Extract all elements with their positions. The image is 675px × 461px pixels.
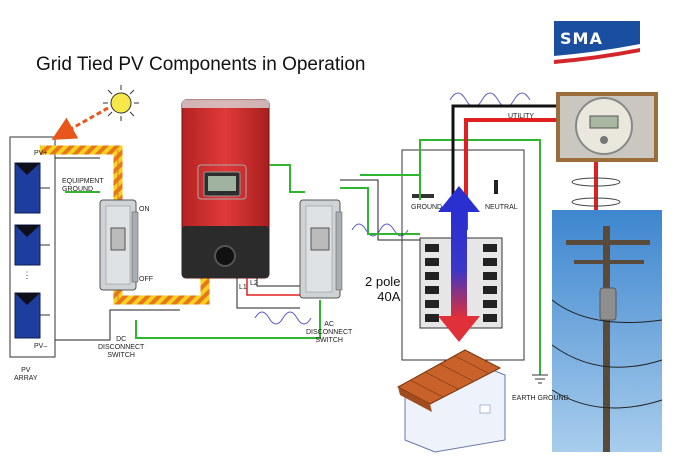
- house-icon: [396, 349, 506, 453]
- power-flow-arrow: [438, 186, 480, 342]
- ac-sine-wave-1: [254, 311, 312, 325]
- electric-meter: [556, 92, 658, 162]
- dc-on-label: ON: [139, 206, 150, 213]
- dc-disconnect-switch: [99, 199, 139, 291]
- pv-array-dots-icon: ⋮: [23, 270, 32, 280]
- l1-label: L1: [239, 284, 247, 291]
- utility-label: UTILITY: [508, 113, 535, 120]
- ground-label: GROUND: [411, 204, 443, 211]
- utility-red-wire: [464, 118, 588, 230]
- utility-black-wire: [451, 104, 588, 230]
- earth-ground-label: EARTH GROUND: [512, 395, 569, 402]
- l2-label: L2: [250, 280, 258, 287]
- neutral-label: NEUTRAL: [485, 204, 518, 211]
- utility-pole-photo: [551, 210, 663, 452]
- dc-off-label: OFF: [139, 276, 153, 283]
- sun-icon: [103, 85, 139, 121]
- ac-disconnect-switch: [299, 199, 343, 299]
- sunlight-arrow: [51, 106, 109, 140]
- inverter-dial-icon: [214, 245, 236, 267]
- pv-array-label: PV ARRAY: [14, 367, 38, 382]
- ac-sine-wave-3: [449, 92, 531, 108]
- inverter: [181, 99, 270, 279]
- sma-logo-text: SMA: [560, 29, 603, 48]
- pv-plus-label: PV+: [34, 150, 48, 157]
- sma-logo: [554, 21, 640, 81]
- equipment-ground-label: EQUIPMENT GROUND: [62, 178, 104, 193]
- dc-switch-label: DC DISCONNECT SWITCH: [98, 336, 145, 359]
- diagram-title: Grid Tied PV Components in Operation: [36, 54, 366, 75]
- breaker-label: 2 pole 40A: [365, 274, 401, 304]
- pv-minus-label: PV–: [34, 343, 48, 350]
- ac-switch-label: AC DISCONNECT SWITCH: [306, 321, 353, 344]
- pv-array: ⋮: [9, 136, 56, 358]
